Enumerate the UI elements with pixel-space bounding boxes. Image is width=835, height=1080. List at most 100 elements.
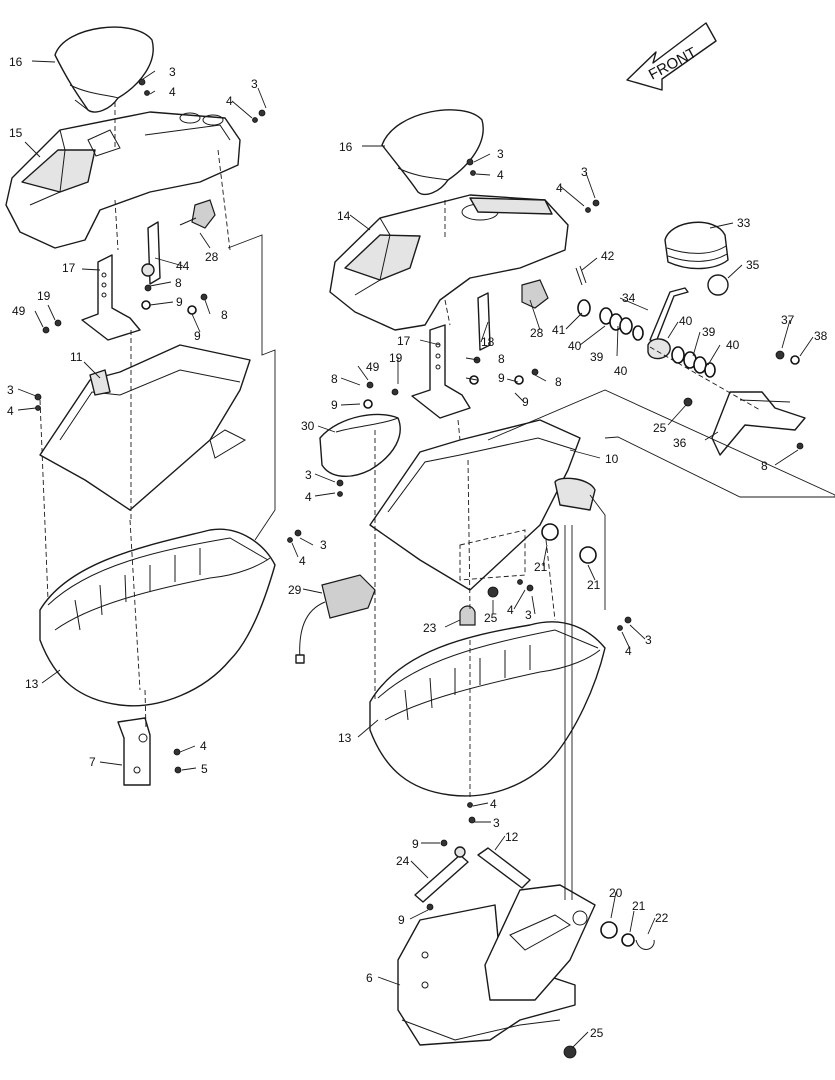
callout: 30 (301, 419, 315, 433)
bracket-17-left (81, 254, 141, 341)
callout: 37 (781, 313, 795, 327)
callout: 49 (12, 304, 26, 318)
callout: 25 (590, 1026, 604, 1040)
callout: 4 (226, 94, 233, 108)
callout: 3 (497, 147, 504, 161)
callout: 25 (653, 421, 667, 435)
callout: 4 (625, 644, 632, 658)
tray-10 (369, 419, 581, 591)
callout: 19 (389, 351, 403, 365)
callout: 4 (497, 168, 504, 182)
callout: 38 (814, 329, 828, 343)
callout: 3 (169, 65, 176, 79)
strut-24 (414, 854, 469, 903)
leader-lines (17, 60, 814, 1049)
callout: 39 (702, 325, 716, 339)
plate-36 (711, 391, 806, 456)
callout: 39 (590, 350, 604, 364)
callout: 35 (746, 258, 760, 272)
mount-23 (459, 605, 476, 626)
callout: 44 (176, 259, 190, 273)
lever-18 (477, 292, 491, 351)
lower-shell-13-left (39, 528, 276, 707)
bracket-6-upright (484, 884, 596, 1001)
callout: 8 (761, 459, 768, 473)
callout: 9 (194, 329, 201, 343)
callout: 3 (7, 383, 14, 397)
callout: 3 (305, 468, 312, 482)
callout: 4 (7, 404, 14, 418)
callout: 12 (505, 830, 519, 844)
callout: 10 (605, 452, 619, 466)
callout: 19 (37, 289, 51, 303)
knob-28-left (191, 199, 216, 229)
armrest-pad-right (381, 109, 484, 196)
callout: 28 (530, 326, 544, 340)
callout: 40 (568, 339, 582, 353)
callout: 40 (726, 338, 740, 352)
callout: 24 (396, 854, 410, 868)
front-arrow: FRONT (626, 22, 717, 91)
left-console-assembly (5, 26, 302, 786)
boot-33 (664, 221, 729, 270)
callout: 4 (169, 85, 176, 99)
callout: 3 (581, 165, 588, 179)
callout: 8 (331, 372, 338, 386)
callout: 23 (423, 621, 437, 635)
bracket-17-right (411, 324, 471, 419)
callout: 14 (337, 209, 351, 223)
callout: 3 (525, 608, 532, 622)
callout: 36 (673, 436, 687, 450)
callout: 16 (339, 140, 353, 154)
callout: 17 (397, 334, 411, 348)
callout: 22 (655, 911, 669, 925)
callout: 3 (645, 633, 652, 647)
callout: 8 (498, 352, 505, 366)
callout: 4 (299, 554, 306, 568)
callout: 29 (288, 583, 302, 597)
bracket-7 (117, 717, 151, 786)
callout: 40 (614, 364, 628, 378)
ball-35 (707, 274, 729, 296)
callout: 41 (552, 323, 566, 337)
callout: 21 (534, 560, 548, 574)
callout: 21 (632, 899, 646, 913)
callout: 5 (201, 762, 208, 776)
callout: 15 (9, 126, 23, 140)
callout: 8 (175, 276, 182, 290)
callout-labels: 16 3 4 3 4 15 17 44 28 19 49 8 9 8 9 11 … (7, 55, 828, 1040)
callout: 3 (493, 816, 500, 830)
callout: 34 (622, 291, 636, 305)
callout: 9 (331, 398, 338, 412)
callout: 16 (9, 55, 23, 69)
callout: 9 (176, 295, 183, 309)
callout: 13 (25, 677, 39, 691)
callout: 9 (498, 371, 505, 385)
lower-shell-13-right (369, 621, 606, 797)
knob-28-right (521, 279, 549, 309)
callout: 3 (320, 538, 327, 552)
callout: 11 (70, 350, 83, 364)
right-console-assembly (295, 109, 806, 1059)
callout: 9 (412, 837, 419, 851)
callout: 6 (366, 971, 373, 985)
callout: 13 (338, 731, 352, 745)
callout: 49 (366, 360, 380, 374)
callout: 40 (679, 314, 693, 328)
callout: 4 (200, 739, 207, 753)
tray-11 (39, 344, 251, 511)
callout: 28 (205, 250, 219, 264)
console-cover-14 (329, 194, 569, 331)
callout: 4 (556, 181, 563, 195)
pin-12 (477, 847, 531, 889)
callout: 8 (221, 308, 228, 322)
callout: 7 (89, 755, 96, 769)
callout: 4 (507, 603, 514, 617)
callout: 4 (490, 797, 497, 811)
callout: 3 (251, 77, 258, 91)
callout: 9 (522, 395, 529, 409)
cover-30 (319, 413, 401, 477)
callout: 4 (305, 490, 312, 504)
callout: 9 (398, 913, 405, 927)
